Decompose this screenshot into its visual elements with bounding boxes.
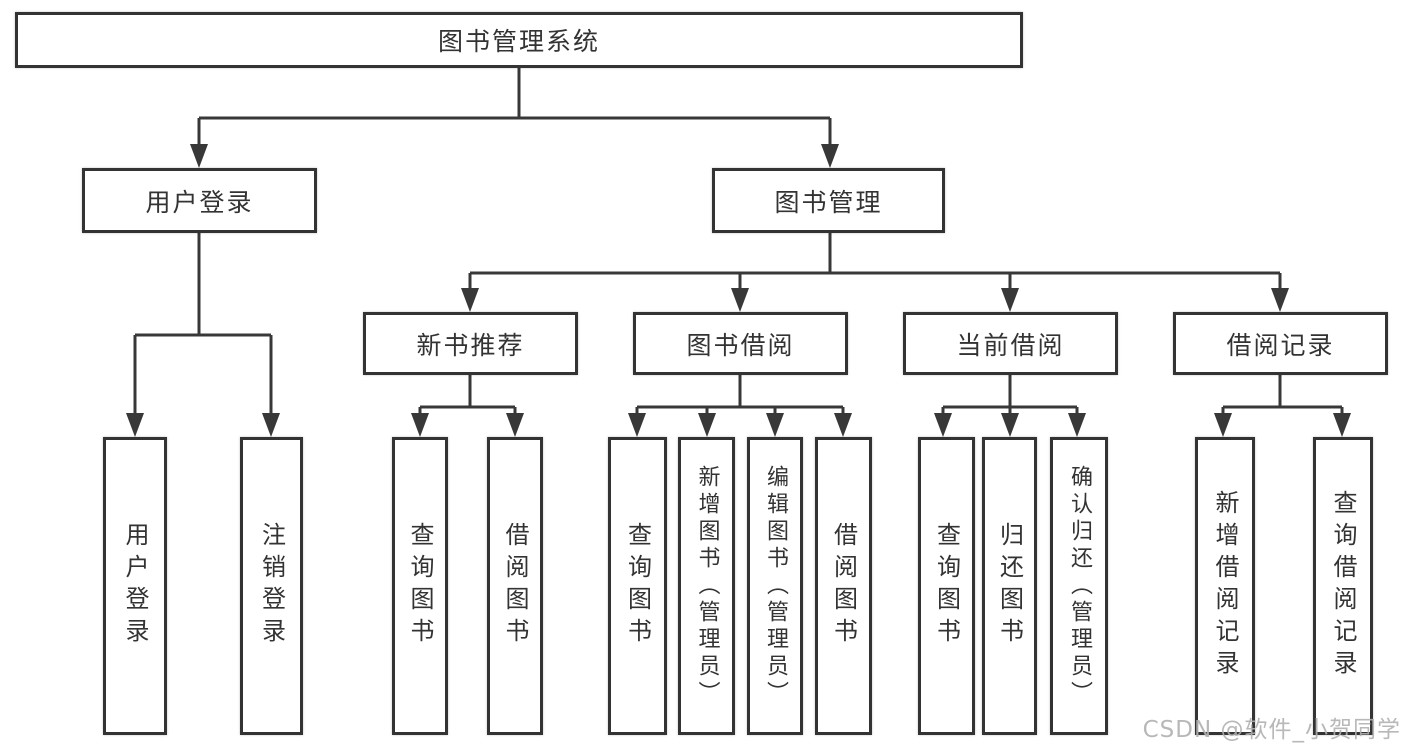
leaf-label: 新增图书（管理员） xyxy=(694,464,720,708)
leaf-label: 归还图书 xyxy=(995,522,1024,650)
node-label: 借阅记录 xyxy=(1226,330,1335,360)
node-label: 用户登录 xyxy=(145,187,254,217)
leaf-query-books-current: 查询图书 xyxy=(918,437,975,735)
node-label: 图书管理系统 xyxy=(437,27,600,56)
leaf-label: 借阅图书 xyxy=(829,522,858,650)
node-library-management-system: 图书管理系统 xyxy=(15,12,1023,68)
leaf-label: 用户登录 xyxy=(121,522,149,650)
node-borrow-records: 借阅记录 xyxy=(1173,312,1388,375)
node-label: 当前借阅 xyxy=(956,330,1065,360)
leaf-label: 查询图书 xyxy=(406,522,434,650)
leaf-label: 新增借阅记录 xyxy=(1211,490,1239,682)
node-label: 图书借阅 xyxy=(686,330,795,360)
leaf-edit-book-admin: 编辑图书（管理员） xyxy=(747,437,803,735)
leaf-borrow-books-newbook: 借阅图书 xyxy=(487,437,543,735)
leaf-confirm-return-admin: 确认归还（管理员） xyxy=(1050,437,1108,735)
leaf-borrow-books-borrow: 借阅图书 xyxy=(815,437,872,735)
leaf-logout: 注销登录 xyxy=(240,437,303,735)
leaf-user-login: 用户登录 xyxy=(103,437,167,735)
node-label: 图书管理 xyxy=(774,187,883,217)
leaf-add-book-admin: 新增图书（管理员） xyxy=(678,437,735,735)
node-user-login: 用户登录 xyxy=(82,168,317,233)
leaf-label: 借阅图书 xyxy=(501,522,529,650)
leaf-label: 编辑图书（管理员） xyxy=(763,464,788,708)
leaf-label: 确认归还（管理员） xyxy=(1067,464,1092,708)
leaf-label: 注销登录 xyxy=(257,522,286,650)
node-new-book-recommend: 新书推荐 xyxy=(363,312,578,375)
leaf-query-books-newbook: 查询图书 xyxy=(392,437,448,735)
leaf-query-books-borrow: 查询图书 xyxy=(608,437,667,735)
leaf-label: 查询借阅记录 xyxy=(1329,490,1357,682)
leaf-query-borrow-record: 查询借阅记录 xyxy=(1313,437,1373,735)
node-label: 新书推荐 xyxy=(416,330,525,360)
node-book-borrow: 图书借阅 xyxy=(633,312,848,375)
node-current-borrow: 当前借阅 xyxy=(903,312,1118,375)
csdn-watermark: CSDN @软件_小贺同学 xyxy=(1142,717,1401,743)
node-book-management: 图书管理 xyxy=(712,168,945,233)
leaf-add-borrow-record: 新增借阅记录 xyxy=(1195,437,1255,735)
leaf-label: 查询图书 xyxy=(623,522,652,650)
leaf-return-book: 归还图书 xyxy=(982,437,1037,735)
leaf-label: 查询图书 xyxy=(932,522,961,650)
